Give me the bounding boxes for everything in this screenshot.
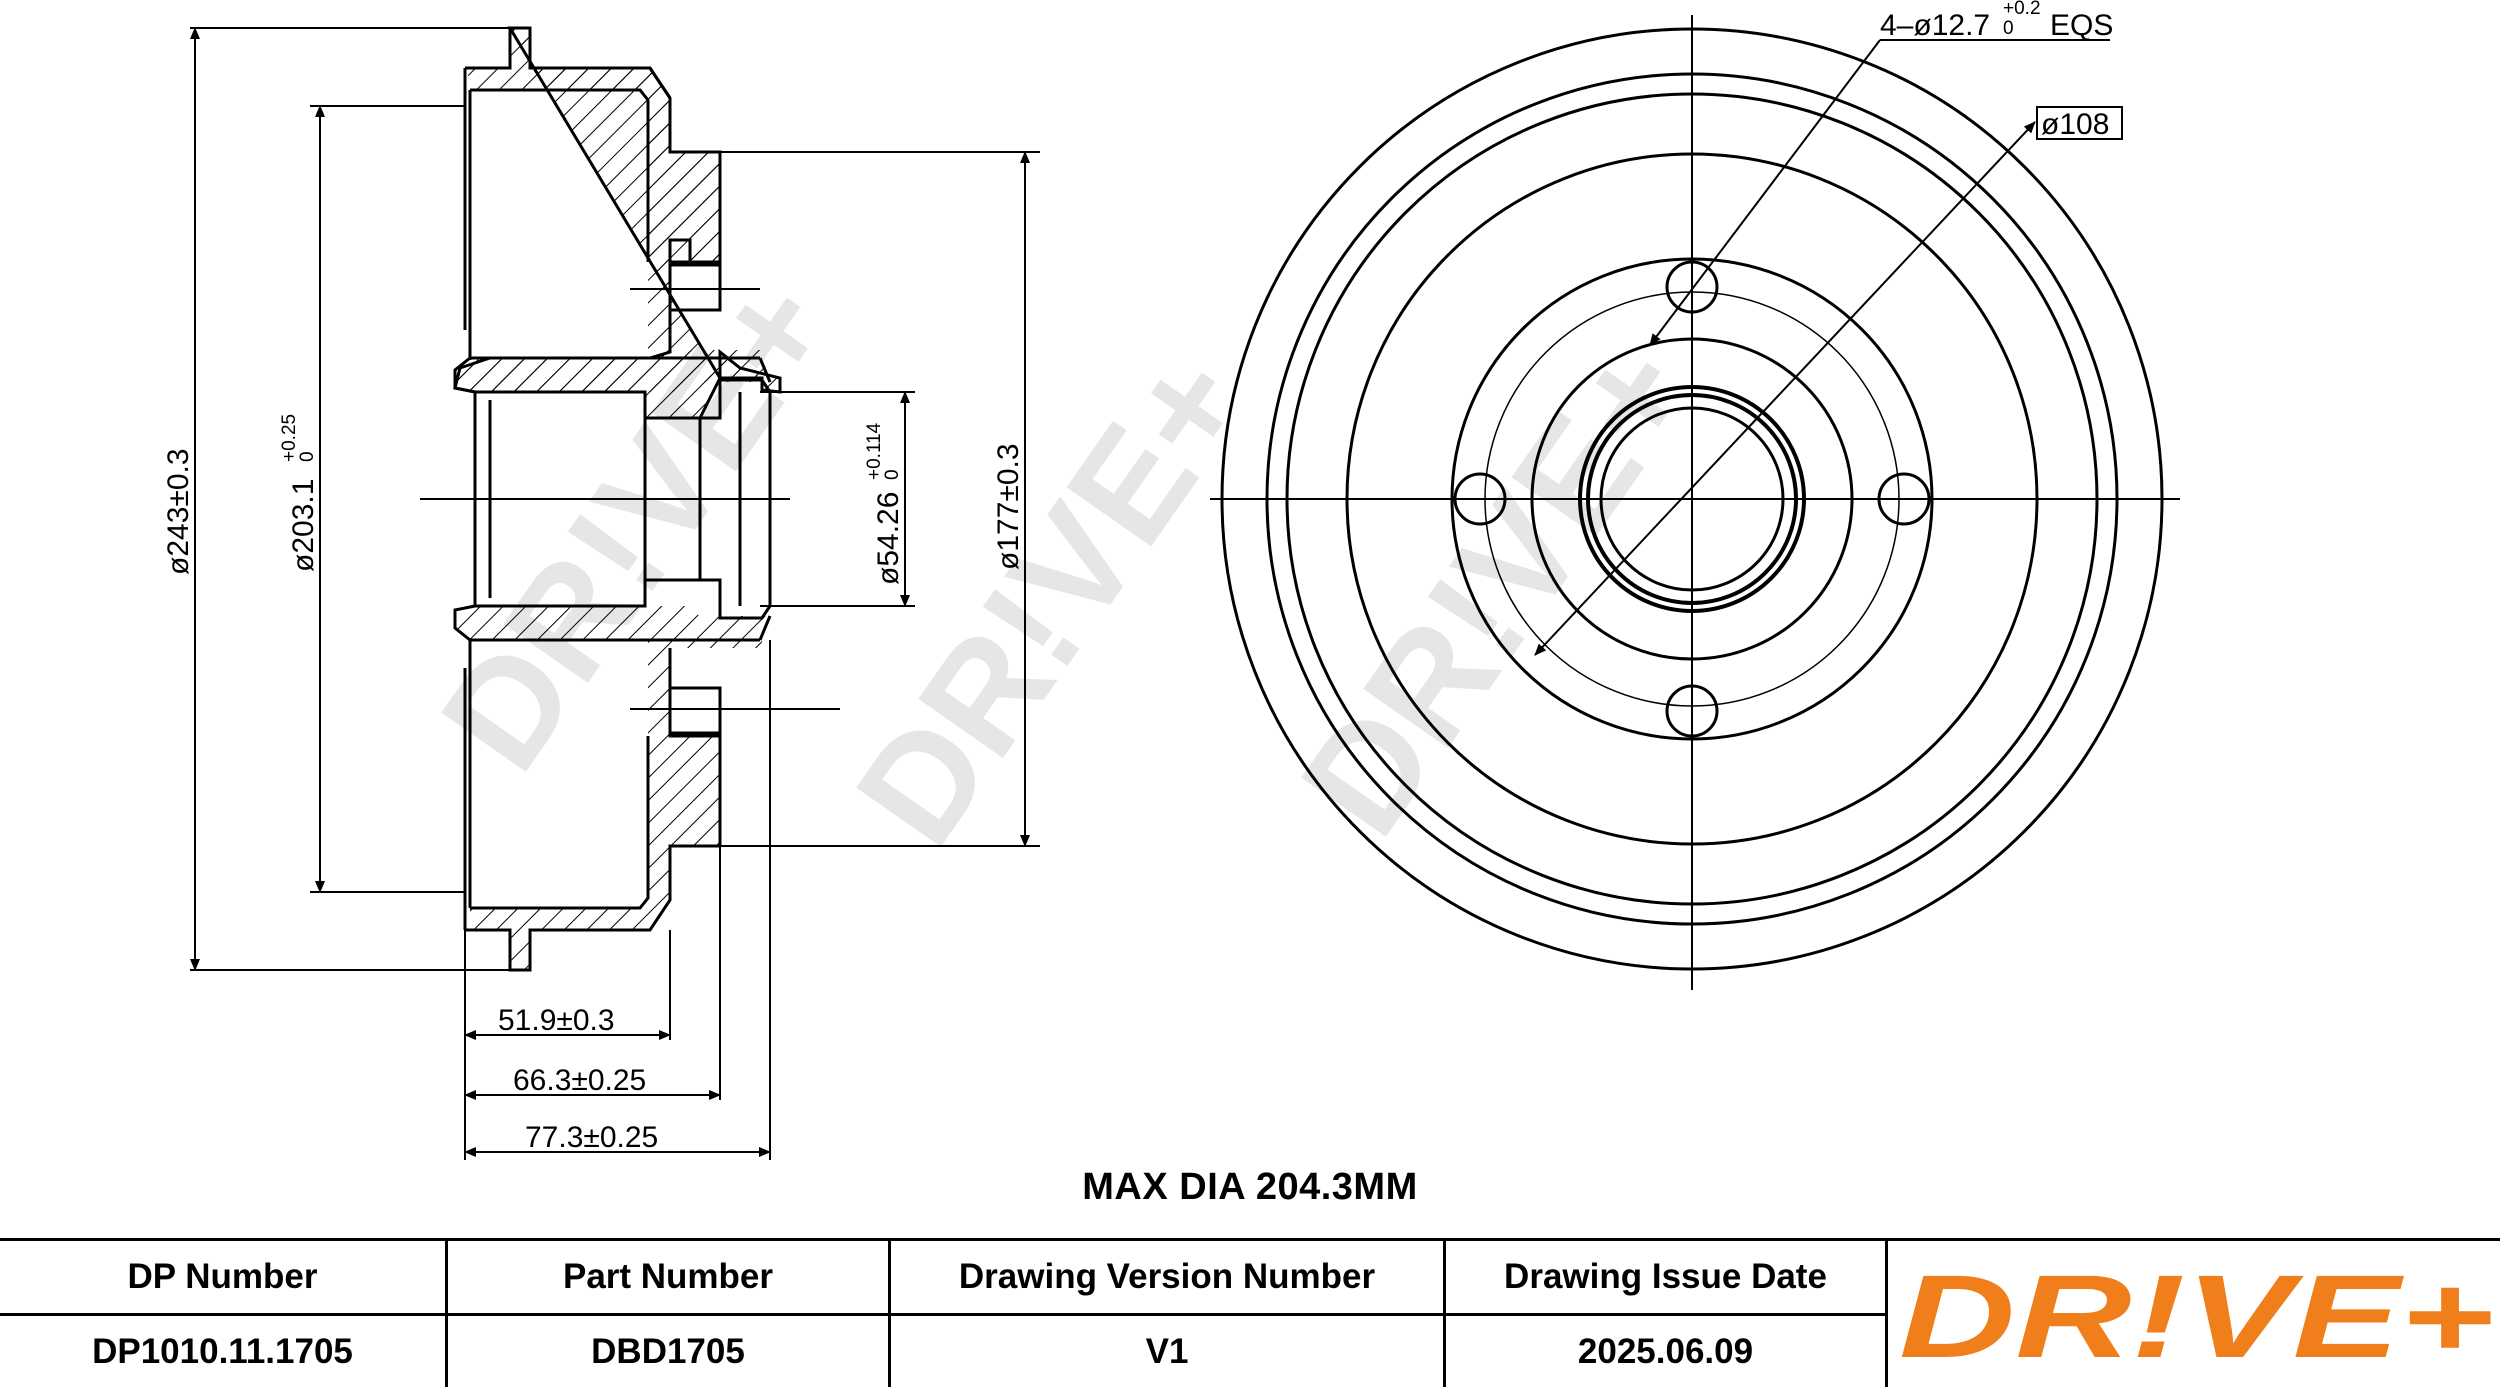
max-dia-note: MAX DIA 204.3MM (1082, 1166, 1418, 1208)
svg-text:DR!VE+: DR!VE+ (1269, 313, 1725, 863)
holes-tol-upper: +0.2 (2003, 0, 2041, 19)
center-bore-label: ø54.26 (872, 492, 905, 585)
svg-text:DR!VE+: DR!VE+ (409, 248, 865, 798)
value-drawing-version: V1 (1145, 1331, 1189, 1371)
holes-label: 4–ø12.7 (1880, 9, 1990, 42)
depth-2-label: 66.3±0.25 (513, 1064, 646, 1097)
title-block: DP Number Part Number Drawing Version Nu… (0, 1238, 2500, 1387)
logo-text: DR!VE+ (1899, 1251, 2494, 1383)
header-drawing-version: Drawing Version Number (958, 1257, 1376, 1296)
center-bore-tol-upper: +0.114 (864, 422, 885, 480)
side-dimensions (190, 27, 1040, 1160)
drive-logo: DR!VE+ (1899, 1251, 2494, 1383)
front-dimension-labels: 4–ø12.7 +0.2 0 EQS ø108 (1880, 0, 2113, 141)
divider (0, 1313, 1888, 1316)
technical-drawing: DR!VE+ DR!VE+ DR!VE+ (162, 0, 2180, 1160)
holes-tol-lower: 0 (2003, 18, 2014, 39)
header-issue-date: Drawing Issue Date (1504, 1257, 1827, 1296)
outer-dia-label: ø243±0.3 (162, 448, 195, 575)
inner-dia-label: ø203.1 (287, 479, 320, 572)
side-dimension-labels: ø243±0.3 ø203.1 +0.25 0 ø177±0.3 ø54.26 … (162, 414, 1025, 1154)
pcd-label: ø108 (2041, 108, 2109, 141)
value-dp-number: DP1010.11.1705 (92, 1331, 353, 1371)
watermark: DR!VE+ DR!VE+ DR!VE+ (409, 248, 1725, 873)
value-issue-date: 2025.06.09 (1577, 1331, 1754, 1371)
svg-text:DR!VE+: DR!VE+ (824, 323, 1280, 873)
header-part-number: Part Number (562, 1257, 774, 1296)
front-view (1210, 15, 2180, 990)
header-dp-number: DP Number (127, 1257, 318, 1296)
hub-dia-label: ø177±0.3 (992, 443, 1025, 570)
depth-3-label: 77.3±0.25 (525, 1121, 658, 1154)
center-bore-tol-lower: 0 (882, 469, 903, 480)
inner-dia-tol-lower: 0 (297, 451, 318, 462)
side-section-view (420, 26, 840, 972)
holes-suffix: EQS (2050, 9, 2113, 42)
depth-1-label: 51.9±0.3 (498, 1004, 615, 1037)
bolt-hole-left (1453, 472, 1507, 526)
bolt-hole-bottom (1665, 684, 1719, 738)
inner-dia-tol-upper: +0.25 (279, 414, 300, 462)
value-part-number: DBD1705 (591, 1331, 745, 1371)
